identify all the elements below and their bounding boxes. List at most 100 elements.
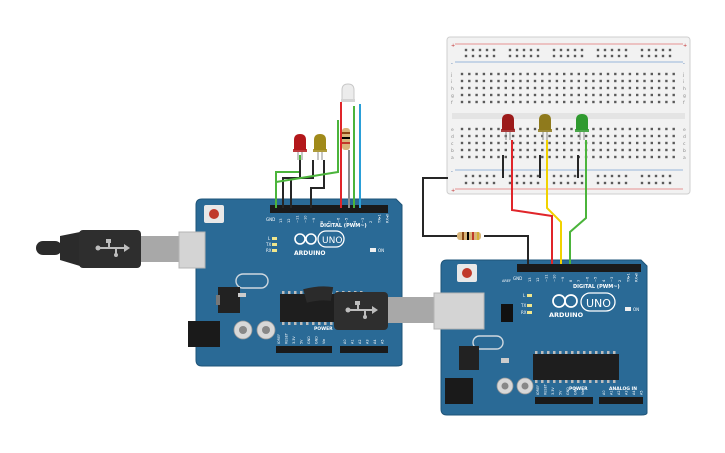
- analog-header[interactable]: [599, 397, 643, 404]
- breadboard-hole[interactable]: [519, 141, 522, 145]
- rail-hole[interactable]: [647, 54, 651, 58]
- breadboard-hole[interactable]: [672, 72, 675, 76]
- breadboard-hole[interactable]: [482, 72, 486, 76]
- breadboard-hole[interactable]: [636, 134, 639, 138]
- breadboard-hole[interactable]: [599, 134, 602, 138]
- rail-hole[interactable]: [596, 54, 600, 58]
- breadboard-hole[interactable]: [555, 72, 559, 76]
- breadboard-hole[interactable]: [621, 127, 624, 131]
- breadboard-hole[interactable]: [541, 72, 544, 76]
- rail-hole[interactable]: [559, 174, 563, 178]
- breadboard-hole[interactable]: [665, 86, 668, 90]
- rail-hole[interactable]: [668, 181, 672, 185]
- breadboard-hole[interactable]: [650, 141, 653, 145]
- breadboard-hole[interactable]: [541, 148, 544, 152]
- breadboard-hole[interactable]: [490, 155, 493, 159]
- breadboard-hole[interactable]: [650, 72, 653, 76]
- rail-hole[interactable]: [617, 181, 621, 185]
- breadboard-hole[interactable]: [614, 93, 617, 97]
- breadboard-hole[interactable]: [533, 141, 537, 145]
- breadboard-hole[interactable]: [599, 141, 602, 145]
- wire-green-led[interactable]: [569, 140, 587, 264]
- breadboard-hole[interactable]: [584, 100, 588, 104]
- breadboard-hole[interactable]: [657, 100, 661, 104]
- breadboard-hole[interactable]: [504, 72, 507, 76]
- breadboard-hole[interactable]: [643, 141, 646, 145]
- breadboard-hole[interactable]: [606, 79, 610, 83]
- breadboard-hole[interactable]: [504, 93, 507, 97]
- breadboard-hole[interactable]: [643, 100, 646, 104]
- rail-hole[interactable]: [464, 174, 468, 178]
- breadboard-hole[interactable]: [526, 86, 529, 90]
- rail-hole[interactable]: [661, 48, 665, 52]
- breadboard-hole[interactable]: [614, 86, 617, 90]
- breadboard-hole[interactable]: [657, 86, 661, 90]
- breadboard-hole[interactable]: [460, 127, 464, 131]
- breadboard-hole[interactable]: [460, 93, 464, 97]
- breadboard-hole[interactable]: [497, 72, 500, 76]
- breadboard-hole[interactable]: [541, 141, 544, 145]
- rail-hole[interactable]: [515, 54, 519, 58]
- breadboard-hole[interactable]: [643, 155, 646, 159]
- breadboard-hole[interactable]: [519, 134, 522, 138]
- breadboard-hole[interactable]: [533, 127, 537, 131]
- breadboard-hole[interactable]: [614, 134, 617, 138]
- breadboard-hole[interactable]: [577, 141, 580, 145]
- breadboard-hole[interactable]: [526, 79, 529, 83]
- breadboard-hole[interactable]: [650, 86, 653, 90]
- breadboard-hole[interactable]: [657, 93, 661, 97]
- rail-hole[interactable]: [580, 54, 584, 58]
- breadboard-hole[interactable]: [643, 148, 646, 152]
- breadboard-hole[interactable]: [584, 72, 588, 76]
- breadboard-hole[interactable]: [533, 79, 537, 83]
- breadboard-hole[interactable]: [643, 72, 646, 76]
- rail-hole[interactable]: [610, 48, 614, 52]
- rail-hole[interactable]: [529, 54, 533, 58]
- rail-hole[interactable]: [596, 181, 600, 185]
- breadboard-hole[interactable]: [555, 93, 559, 97]
- breadboard-hole[interactable]: [460, 141, 464, 145]
- rail-hole[interactable]: [471, 54, 475, 58]
- breadboard-hole[interactable]: [584, 134, 588, 138]
- breadboard-hole[interactable]: [628, 100, 632, 104]
- breadboard-hole[interactable]: [526, 134, 529, 138]
- rail-hole[interactable]: [515, 181, 519, 185]
- breadboard-hole[interactable]: [592, 127, 595, 131]
- rail-hole[interactable]: [522, 54, 526, 58]
- breadboard-hole[interactable]: [628, 148, 632, 152]
- breadboard-hole[interactable]: [570, 86, 573, 90]
- breadboard-hole[interactable]: [497, 79, 500, 83]
- breadboard-hole[interactable]: [490, 79, 493, 83]
- breadboard-hole[interactable]: [468, 148, 471, 152]
- breadboard-hole[interactable]: [519, 86, 522, 90]
- rail-hole[interactable]: [529, 48, 533, 52]
- breadboard-hole[interactable]: [592, 72, 595, 76]
- breadboard-hole[interactable]: [563, 148, 566, 152]
- breadboard-hole[interactable]: [475, 86, 478, 90]
- breadboard-hole[interactable]: [665, 148, 668, 152]
- rail-hole[interactable]: [654, 181, 658, 185]
- breadboard-hole[interactable]: [577, 72, 580, 76]
- breadboard-hole[interactable]: [460, 155, 464, 159]
- rail-hole[interactable]: [552, 54, 556, 58]
- led-red[interactable]: [293, 134, 307, 160]
- breadboard-hole[interactable]: [643, 134, 646, 138]
- breadboard-hole[interactable]: [636, 93, 639, 97]
- breadboard-hole[interactable]: [636, 79, 639, 83]
- breadboard-hole[interactable]: [533, 72, 537, 76]
- rail-hole[interactable]: [492, 181, 496, 185]
- breadboard-hole[interactable]: [636, 148, 639, 152]
- wire-green-common[interactable]: [275, 120, 339, 183]
- rail-hole[interactable]: [668, 54, 672, 58]
- rail-hole[interactable]: [640, 181, 644, 185]
- breadboard-hole[interactable]: [548, 155, 551, 159]
- wire-yellow-led[interactable]: [546, 140, 562, 264]
- breadboard-hole[interactable]: [468, 86, 471, 90]
- breadboard-hole[interactable]: [599, 86, 602, 90]
- breadboard-hole[interactable]: [519, 93, 522, 97]
- power-header[interactable]: [535, 397, 593, 404]
- rail-hole[interactable]: [485, 54, 489, 58]
- rail-hole[interactable]: [647, 174, 651, 178]
- breadboard-hole[interactable]: [519, 127, 522, 131]
- breadboard-hole[interactable]: [468, 93, 471, 97]
